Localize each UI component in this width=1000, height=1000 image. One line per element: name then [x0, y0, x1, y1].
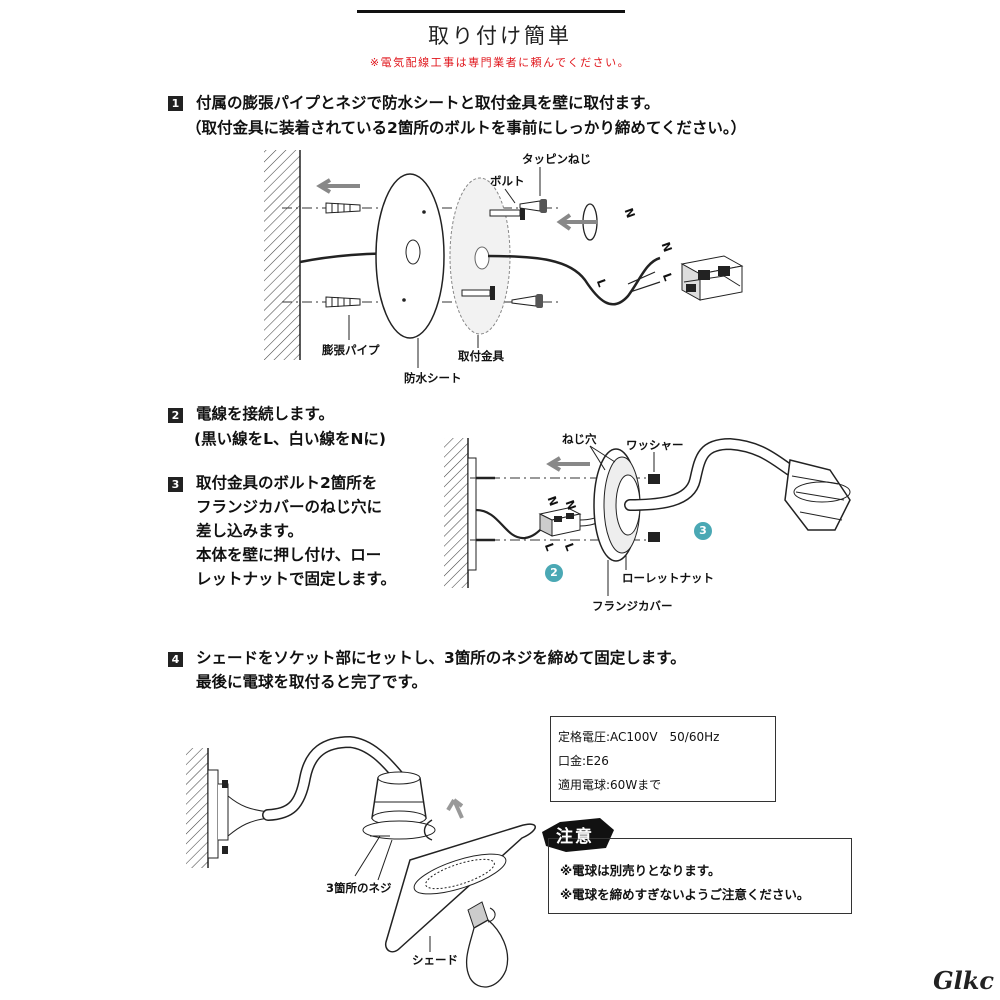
label-washer: ワッシャー [626, 438, 684, 452]
diagram-1-wall-mount [264, 150, 744, 368]
wall-hatch [264, 150, 300, 360]
label-bolt: ボルト [490, 174, 525, 188]
diagram-3-shade [186, 735, 536, 988]
badge-step-2: 2 [545, 564, 563, 582]
label-tapping-screw: タッピンねじ [522, 152, 591, 166]
step-3-line-3: 差し込みます。 [196, 522, 303, 540]
step-4-number: 4 [168, 652, 183, 667]
expansion-pipe-icon [325, 202, 361, 308]
step-1-line-2: （取付金具に装着されている2箇所のボルトを事前にしっかり締めてください。） [186, 119, 747, 137]
label-three-screws: 3箇所のネジ [326, 881, 392, 895]
step-3-line-4: 本体を壁に押し付け、ロー [196, 546, 382, 564]
spec-box [550, 716, 776, 802]
step-2-line-1: 電線を接続します。 [196, 405, 334, 423]
step-4-line-2: 最後に電球を取付ると完了です。 [196, 673, 427, 691]
arrow-up-icon [446, 798, 464, 819]
caution-box [548, 838, 852, 914]
bolt-icon [461, 206, 525, 300]
spec-voltage: 定格電圧:AC100V 50/60Hz [558, 730, 720, 744]
tapping-screw-icon [511, 199, 547, 308]
wire-connector-icon [680, 255, 744, 301]
shade-icon [384, 823, 536, 953]
diagram-2-wiring [444, 437, 851, 596]
socket-icon [784, 459, 851, 531]
caution-badge-shape [542, 818, 614, 852]
knurled-nut-icon [648, 532, 660, 542]
arrow-left-icon [316, 178, 360, 194]
label-shade: シェード [412, 953, 458, 967]
caution-item-1: ※電球は別売りとなります。 [560, 863, 721, 878]
label-screw-hole: ねじ穴 [562, 432, 597, 446]
label-waterproof-sheet: 防水シート [404, 371, 462, 385]
arrow-left-icon [546, 456, 590, 472]
spec-bulb: 適用電球:60Wまで [558, 778, 662, 792]
step-1-number: 1 [168, 96, 183, 111]
brand-logo: Glkc [933, 966, 994, 995]
step-3-line-5: レットナットで固定します。 [196, 570, 396, 588]
page-title: 取り付け簡単 [428, 24, 572, 48]
electrical-warning: ※電気配線工事は専門業者に頼んでください。 [369, 56, 631, 69]
light-bulb-icon [466, 901, 509, 988]
step-3-line-2: フランジカバーのねじ穴に [196, 498, 383, 516]
step-1-line-1: 付属の膨張パイプとネジで防水シートと取付金具を壁に取付ます。 [196, 94, 660, 112]
header-rule [357, 10, 625, 13]
socket-icon [362, 771, 436, 840]
rotation-arrow-icon [556, 203, 598, 241]
step-2-line-2: (黒い線をL、白い線をNに) [194, 430, 387, 448]
step-3-number: 3 [168, 477, 183, 492]
caution-badge: 注意 [556, 827, 594, 847]
wall-hatch [444, 438, 468, 588]
spec-base: 口金:E26 [558, 754, 609, 768]
badge-step-3: 3 [694, 522, 712, 540]
washer-icon [648, 474, 660, 484]
step-4-line-1: シェードをソケット部にセットし、3箇所のネジを締めて固定します。 [196, 649, 686, 667]
caution-item-2: ※電球を締めすぎないようご注意ください。 [560, 887, 810, 902]
label-flange-cover: フランジカバー [592, 599, 673, 613]
label-mounting-bracket: 取付金具 [458, 349, 504, 363]
wire-connector-icon [538, 507, 582, 537]
wall-hatch [186, 748, 208, 868]
step-2-number: 2 [168, 408, 183, 423]
step-3-line-1: 取付金具のボルト2箇所を [196, 474, 378, 492]
label-expansion-pipe: 膨張パイプ [322, 343, 380, 357]
label-knurled-nut: ローレットナット [622, 571, 714, 585]
rotation-arrow-icon [423, 819, 433, 841]
